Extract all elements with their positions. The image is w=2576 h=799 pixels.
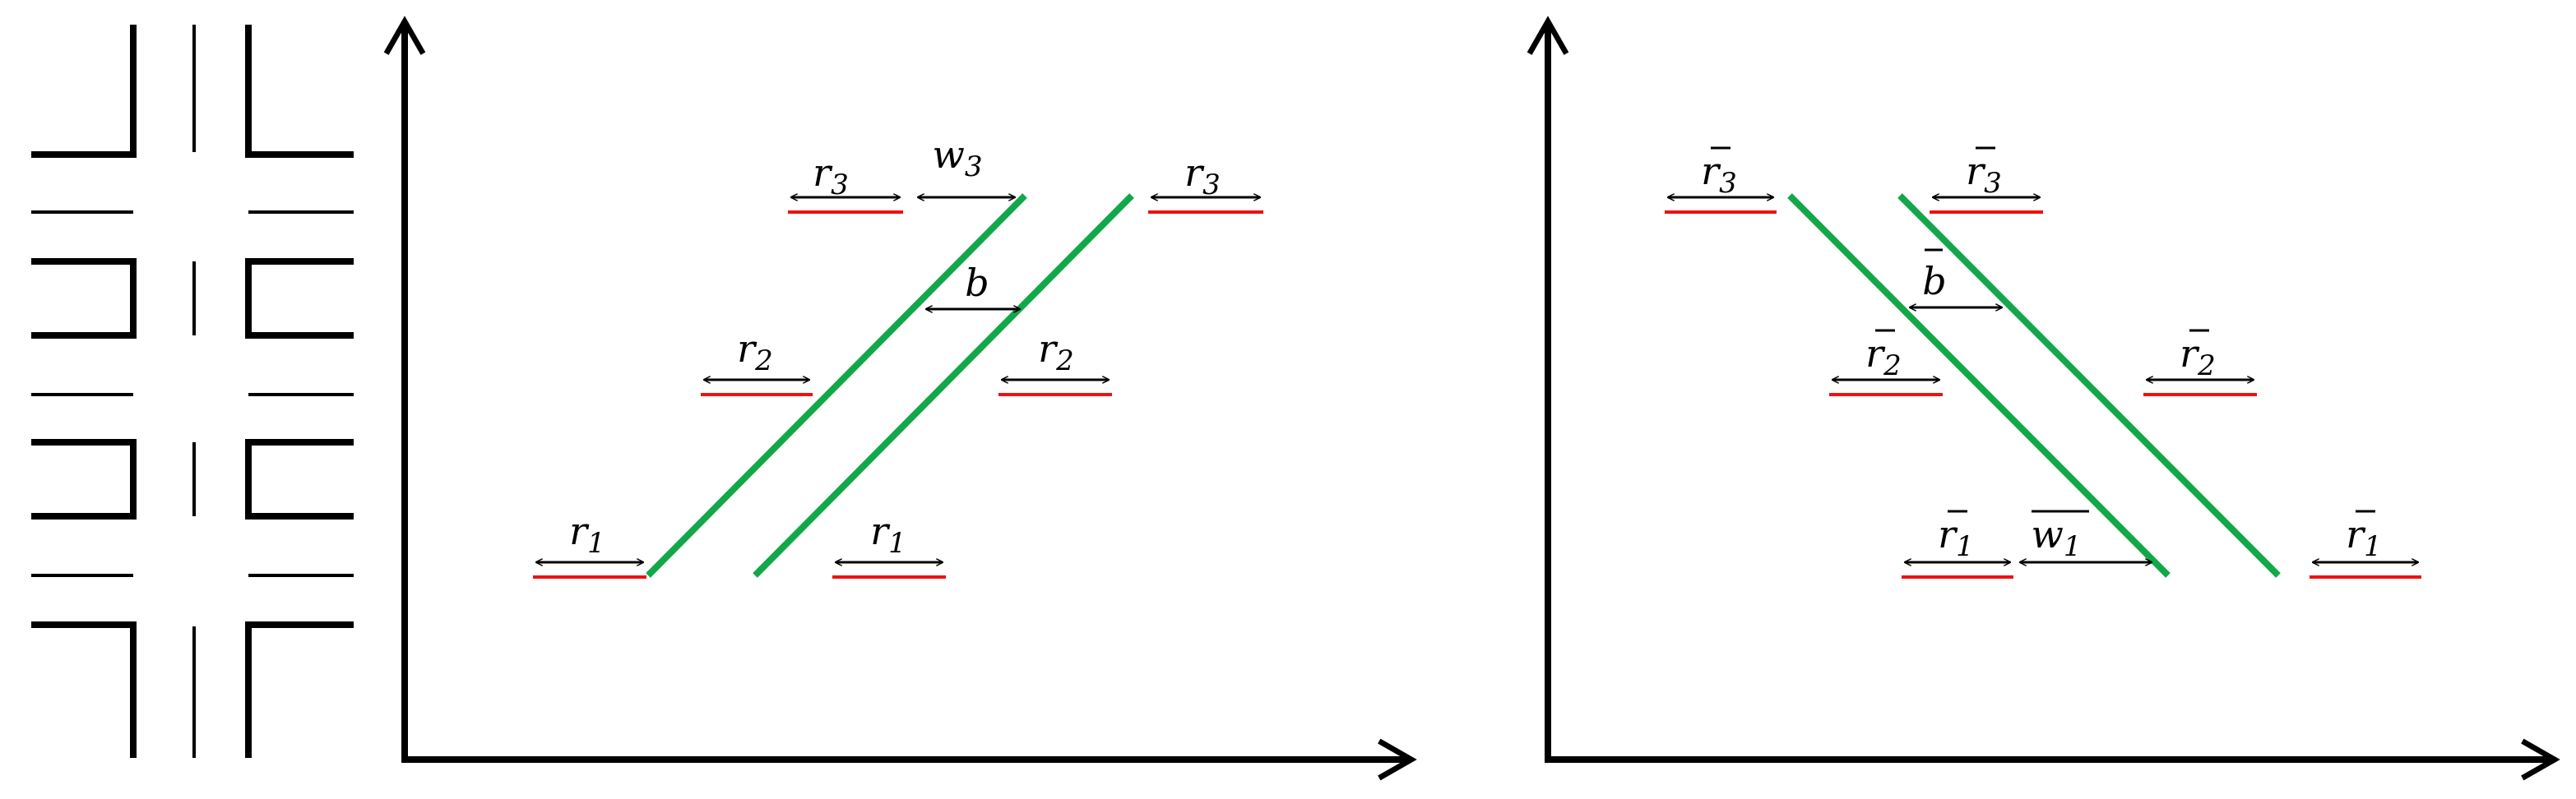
- left-w3-label: w3: [932, 132, 982, 183]
- left-progression-line-2: [753, 193, 1134, 578]
- right-r3bar-left-label: r3: [1701, 149, 1737, 200]
- road-block-2-right: [245, 439, 354, 520]
- left-r1-left-label: r1: [569, 509, 605, 560]
- right-r2bar-left-label: r2: [1865, 331, 1902, 382]
- road-corner-top-right: [245, 25, 354, 158]
- left-axes: [383, 16, 1417, 781]
- right-r3bar-right-label: r3: [1966, 149, 2002, 200]
- road-corner-bottom-left: [31, 621, 137, 758]
- left-b-label: b: [965, 261, 989, 305]
- right-w1bar-label: w1: [2031, 512, 2081, 563]
- right-progression-line-1: [1787, 193, 2171, 578]
- road-corner-top-left: [31, 25, 137, 158]
- left-r2-right-label: r2: [1038, 326, 1074, 377]
- road-block-2-left: [31, 439, 137, 520]
- right-progression-line-2: [1897, 193, 2281, 578]
- left-r3-right-label: r3: [1184, 150, 1221, 201]
- left-r1-right-label: r1: [870, 509, 906, 560]
- right-r1bar-right-label: r1: [2346, 512, 2382, 563]
- road-block-1-right: [245, 258, 354, 339]
- right-r1bar-left-label: r1: [1938, 512, 1974, 563]
- right-r2bar-right-label: r2: [2180, 331, 2216, 382]
- right-time-space-diagram: r3 r3 b r2 r2 r1 w1 r1: [1527, 16, 2560, 781]
- left-time-space-diagram: r3 w3 r3 b r2 r2 r1 r1: [383, 16, 1417, 781]
- left-progression-line-1: [646, 193, 1027, 578]
- left-r2-left-label: r2: [737, 326, 773, 377]
- road-corner-bottom-right: [245, 621, 354, 758]
- right-bbar-label: b: [1922, 259, 1946, 303]
- left-r3-left-label: r3: [813, 150, 849, 201]
- right-axes: [1527, 16, 2560, 781]
- arterial-street-map: [31, 25, 354, 758]
- road-block-1-left: [31, 258, 137, 339]
